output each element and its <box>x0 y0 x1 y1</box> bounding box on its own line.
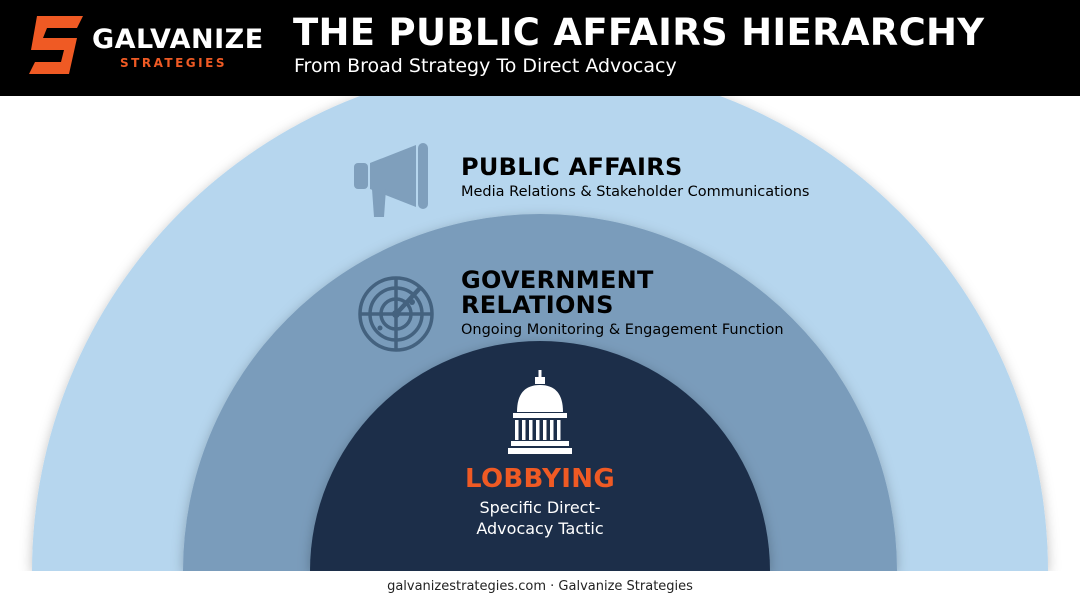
public-affairs-description: Media Relations & Stakeholder Communicat… <box>461 184 810 200</box>
megaphone-icon <box>354 143 428 217</box>
government-relations-title-line1: GOVERNMENT <box>461 266 654 294</box>
radar-icon <box>358 276 434 352</box>
brand-name: GALVANIZE <box>92 24 264 55</box>
lobbying-description-line2: Advocacy Tactic <box>476 519 604 538</box>
government-relations-description: Ongoing Monitoring & Engagement Function <box>461 322 784 338</box>
lobbying-description-line1: Specific Direct- <box>479 498 601 517</box>
public-affairs-title: PUBLIC AFFAIRS <box>461 153 683 181</box>
header-bar: GALVANIZE STRATEGIES THE PUBLIC AFFAIRS … <box>0 0 1080 96</box>
page-subtitle: From Broad Strategy To Direct Advocacy <box>294 55 677 77</box>
ring-lobbying <box>310 341 770 571</box>
lobbying-description: Specific Direct- Advocacy Tactic <box>390 497 690 539</box>
government-relations-title-line2: RELATIONS <box>461 291 614 319</box>
galvanize-logo-icon <box>29 16 83 74</box>
brand-subtitle: STRATEGIES <box>120 56 227 70</box>
government-relations-label: GOVERNMENT RELATIONS Ongoing Monitoring … <box>461 266 784 339</box>
lobbying-title: LOBBYING <box>465 464 615 494</box>
public-affairs-label: PUBLIC AFFAIRS Media Relations & Stakeho… <box>461 153 810 201</box>
footer-credit: galvanizestrategies.com · Galvanize Stra… <box>387 579 693 594</box>
page-title: THE PUBLIC AFFAIRS HIERARCHY <box>293 11 985 54</box>
capitol-dome-icon <box>508 370 572 454</box>
